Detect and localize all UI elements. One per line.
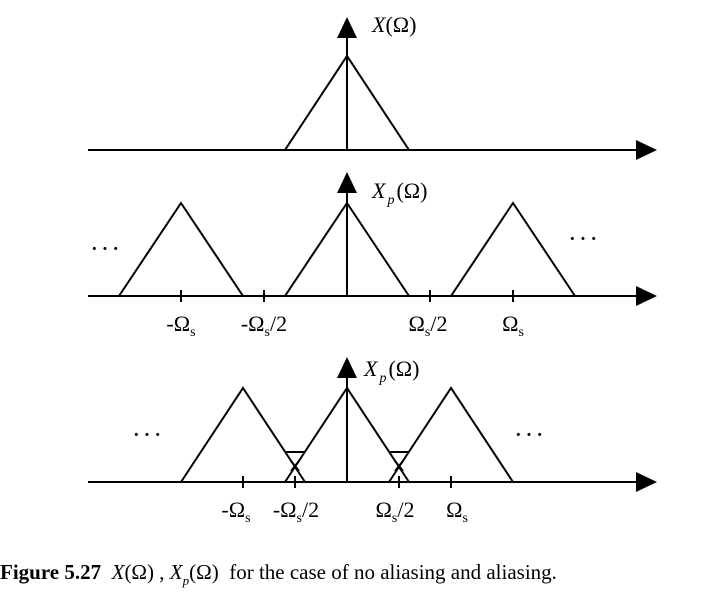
freq-axis-arrowhead bbox=[636, 286, 657, 306]
spectrum-triangle bbox=[284, 386, 410, 483]
caption-xp-sub: p bbox=[182, 573, 190, 588]
ellipsis-right: ··· bbox=[514, 420, 546, 449]
panel-bottom bbox=[88, 357, 657, 492]
freq-axis-arrowhead bbox=[636, 472, 657, 492]
magnitude-axis-arrowhead bbox=[337, 357, 357, 378]
tick-label-neg-omega-s-half: -Ωs/2 bbox=[273, 497, 319, 526]
caption-xp-arg: (Ω) bbox=[189, 560, 219, 584]
panel-middle bbox=[88, 172, 657, 306]
tick-label-omega-s-half: Ωs/2 bbox=[409, 311, 448, 340]
spectrum-triangle bbox=[284, 201, 410, 297]
magnitude-axis-arrowhead bbox=[337, 172, 357, 193]
caption-x: X bbox=[111, 560, 125, 584]
tick-label-omega-s: Ωs bbox=[502, 311, 524, 340]
caption-text: for the case of no aliasing and aliasing… bbox=[229, 560, 557, 584]
caption-x-arg: (Ω) bbox=[124, 560, 155, 584]
ellipsis-right: ··· bbox=[568, 224, 600, 253]
spectrum-replica-left bbox=[118, 201, 244, 297]
spectrum-replica-left bbox=[180, 386, 306, 483]
tick-label-neg-omega-s: -Ωs bbox=[221, 497, 250, 526]
tick-label-neg-omega-s-half: -Ωs/2 bbox=[241, 311, 287, 340]
caption-xp: X bbox=[169, 560, 183, 584]
magnitude-axis-arrowhead bbox=[337, 17, 357, 38]
spectrum-triangle bbox=[284, 54, 410, 151]
aliasing-cross-left bbox=[290, 460, 300, 472]
figure-number: Figure 5.27 bbox=[0, 560, 102, 584]
ellipsis-left: ··· bbox=[132, 420, 164, 449]
panel-top bbox=[88, 17, 657, 160]
figure-caption: Figure 5.27 X(Ω) , Xp(Ω) for the case of… bbox=[0, 560, 717, 588]
panel-top-title: X(Ω) bbox=[371, 12, 416, 37]
tick-label-neg-omega-s: -Ωs bbox=[166, 311, 195, 340]
tick-label-omega-s: Ωs bbox=[446, 497, 468, 526]
ellipsis-left: ··· bbox=[90, 234, 122, 263]
aliasing-cross-right bbox=[394, 460, 404, 472]
tick-label-omega-s-half: Ωs/2 bbox=[376, 497, 415, 526]
caption-separator: , bbox=[154, 560, 170, 584]
spectrum-replica-right bbox=[450, 201, 576, 297]
freq-axis-arrowhead bbox=[636, 140, 657, 160]
spectrum-replica-right bbox=[388, 386, 514, 483]
